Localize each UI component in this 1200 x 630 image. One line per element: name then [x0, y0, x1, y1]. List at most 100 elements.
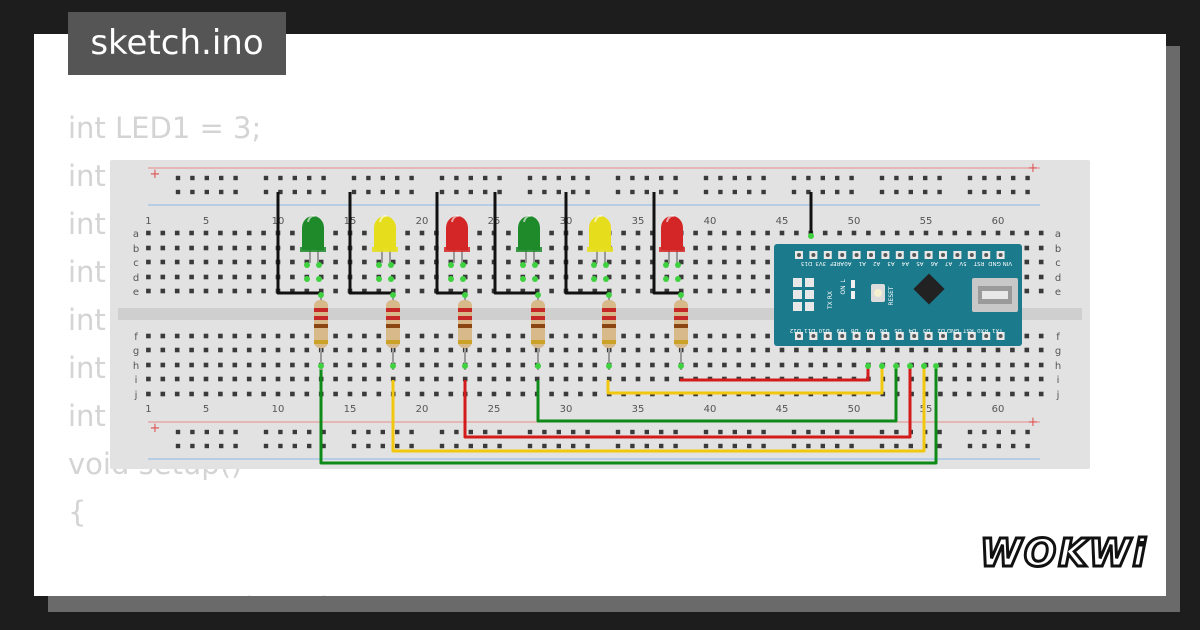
- terminal-hole: [376, 288, 382, 294]
- resistor-band: [531, 324, 545, 328]
- terminal-hole: [678, 274, 684, 280]
- rail-hole: [219, 175, 224, 181]
- header-pin-hole: [825, 334, 830, 338]
- rail-hole: [1011, 443, 1016, 449]
- header-pin-hole: [811, 334, 816, 338]
- terminal-hole: [491, 347, 497, 353]
- terminal-hole: [347, 362, 353, 368]
- rail-hole: [527, 175, 533, 181]
- pin-marker: [678, 292, 684, 298]
- terminal-hole: [491, 376, 497, 382]
- rail-hole: [732, 429, 737, 435]
- terminal-hole: [923, 376, 929, 382]
- led-green: [516, 214, 542, 282]
- rail-hole: [219, 429, 224, 435]
- rail-hole: [718, 429, 723, 435]
- terminal-hole: [448, 333, 454, 339]
- row-letter-right: h: [1055, 361, 1061, 372]
- rail-hole: [806, 175, 811, 181]
- terminal-hole: [563, 362, 569, 368]
- terminal-hole: [722, 230, 727, 236]
- rail-hole: [556, 189, 561, 195]
- terminal-hole: [174, 259, 180, 265]
- terminal-hole: [635, 333, 641, 339]
- resistor-band: [314, 340, 328, 344]
- rail-hole: [732, 443, 737, 449]
- rail-hole: [219, 189, 224, 195]
- terminal-hole: [189, 259, 194, 265]
- header-pin-hole: [969, 334, 974, 338]
- code-line: int: [68, 255, 106, 289]
- led-rim: [587, 247, 613, 252]
- led-rim: [516, 247, 542, 252]
- terminal-hole: [621, 288, 626, 294]
- terminal-hole: [174, 376, 180, 382]
- terminal-hole: [952, 391, 958, 397]
- terminal-hole: [707, 362, 713, 368]
- rail-hole: [835, 429, 840, 435]
- terminal-hole: [290, 333, 295, 339]
- terminal-hole: [434, 362, 439, 368]
- terminal-hole: [376, 376, 382, 382]
- terminal-hole: [362, 274, 367, 280]
- terminal-hole: [477, 245, 482, 251]
- resistor-band: [674, 316, 688, 320]
- terminal-hole: [722, 362, 727, 368]
- terminal-hole: [160, 347, 166, 353]
- terminal-hole: [606, 288, 612, 294]
- column-number-bottom: 25: [488, 404, 501, 415]
- terminal-hole: [304, 333, 310, 339]
- rail-hole: [732, 175, 737, 181]
- terminal-hole: [232, 259, 238, 265]
- rail-hole: [190, 189, 195, 195]
- rail-hole: [630, 175, 635, 181]
- rail-hole: [937, 443, 942, 449]
- terminal-hole: [405, 391, 410, 397]
- terminal-hole: [434, 333, 439, 339]
- terminal-hole: [765, 274, 770, 280]
- rail-hole: [468, 175, 473, 181]
- resistor: [314, 292, 328, 370]
- terminal-hole: [938, 391, 943, 397]
- pin-marker: [591, 276, 597, 282]
- rail-hole: [278, 175, 283, 181]
- rail-hole: [615, 443, 621, 449]
- pin-label-bottom: D3: [922, 327, 930, 333]
- resistor-band: [674, 308, 688, 312]
- ground-wire: [564, 192, 609, 295]
- pin-marker: [606, 292, 612, 298]
- terminal-hole: [635, 259, 641, 265]
- terminal-hole: [520, 333, 526, 339]
- terminal-hole: [1010, 376, 1015, 382]
- terminal-hole: [722, 288, 727, 294]
- terminal-hole: [981, 230, 986, 236]
- terminal-hole: [506, 230, 511, 236]
- terminal-hole: [520, 288, 526, 294]
- terminal-hole: [506, 376, 511, 382]
- row-letter-left: f: [134, 332, 138, 343]
- terminal-hole: [1038, 376, 1044, 382]
- terminal-hole: [218, 376, 223, 382]
- terminal-hole: [232, 245, 238, 251]
- terminal-hole: [146, 391, 151, 397]
- rail-hole: [468, 189, 473, 195]
- terminal-hole: [966, 347, 972, 353]
- terminal-hole: [448, 288, 454, 294]
- rail-hole: [307, 443, 312, 449]
- rail-hole: [321, 429, 326, 435]
- header-pin-hole: [883, 334, 888, 338]
- header-pin-hole: [869, 253, 873, 257]
- column-number-bottom: 20: [416, 404, 429, 415]
- header-pin-hole: [840, 253, 845, 257]
- pin-label-top: 3V3: [815, 260, 826, 266]
- terminal-hole: [923, 347, 929, 353]
- terminal-hole: [189, 362, 194, 368]
- file-tab[interactable]: sketch.ino: [68, 12, 286, 75]
- terminal-hole: [635, 245, 641, 251]
- rail-hole: [366, 429, 371, 435]
- rail-hole: [982, 189, 987, 195]
- pin-label-bottom: TX1: [992, 327, 1004, 333]
- terminal-hole: [693, 259, 698, 265]
- rail-hole: [806, 189, 811, 195]
- rail-hole: [454, 429, 459, 435]
